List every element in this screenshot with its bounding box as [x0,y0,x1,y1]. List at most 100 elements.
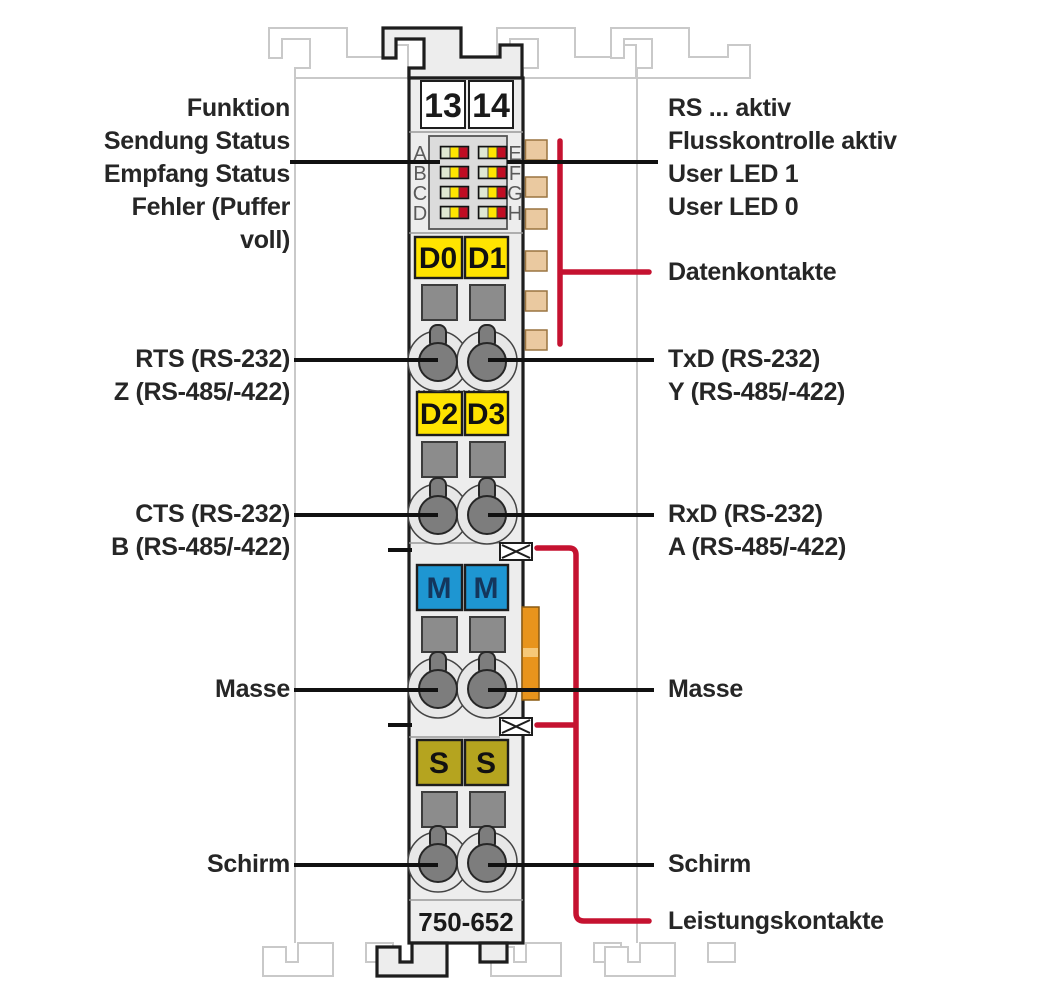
led-chip [487,166,498,179]
connector-keyhole [467,324,507,382]
label-schirm-left: Schirm [207,850,290,878]
terminal-d2-box [415,390,464,437]
module-foot [375,941,509,978]
led-row-label-a: A [413,143,427,165]
led-chip [449,146,460,159]
label-line: User LED 1 [668,160,799,188]
led-frame [477,165,508,180]
data-contact [524,139,548,161]
led-indicator [477,145,508,160]
terminal-s1-label: S [429,747,449,780]
led-chip [496,186,507,199]
module-number: 750-652 [418,907,513,937]
led-frame [477,185,508,200]
label-line: CTS (RS-232) [135,500,290,528]
led-frame [439,165,470,180]
led-frame [439,185,470,200]
terminal-m1-label: M [427,572,452,605]
terminal-number-14: 14 [472,87,510,125]
data-contact [524,329,548,351]
label-line: B (RS-485/-422) [111,533,290,561]
led-row-label-c: C [413,183,427,205]
module-750-652: 13 14 A B C D E F G H D0 D1 D2 D3 [375,26,548,978]
ghost-foot-far-right [604,942,736,977]
terminal-d2-label: D2 [420,398,458,431]
ghost-foot-right [490,942,622,977]
data-contact [524,250,548,272]
label-datenkontakte: Datenkontakte [668,258,837,286]
clamp-slot [469,284,506,321]
label-masse-right: Masse [668,675,743,703]
terminal-number-13: 13 [424,87,462,125]
connector-keyhole [467,651,507,709]
led-chip [496,146,507,159]
led-chip [478,146,489,159]
terminal-d3-label: D3 [467,398,505,431]
label-masse-left: Masse [215,675,290,703]
label-rxd: RxD (RS-232) A (RS-485/-422) [668,498,846,564]
label-line: Sendung Status [103,127,290,155]
power-jumper-contact-top [499,542,533,561]
data-contact [524,176,548,198]
clamp-slot [421,284,458,321]
led-indicator [477,185,508,200]
label-rts: RTS (RS-232) Z (RS-485/-422) [114,343,290,409]
led-chip [440,166,451,179]
led-chip [458,206,469,219]
led-chip [449,206,460,219]
led-row-label-d: D [413,203,427,225]
led-frame [439,145,470,160]
label-line: Fehler (Puffer [131,193,291,221]
terminal-d1-box [463,235,510,280]
label-line: TxD (RS-232) [668,345,820,373]
label-line: A (RS-485/-422) [668,533,846,561]
led-row-label-b: B [413,163,426,185]
label-line: RTS (RS-232) [135,345,290,373]
led-chip [440,206,451,219]
terminal-d1-label: D1 [468,242,506,275]
led-chip [449,166,460,179]
label-cts: CTS (RS-232) B (RS-485/-422) [111,498,290,564]
data-contacts [524,139,548,351]
terminal-14-box [468,80,514,129]
label-line: Funktion [186,94,290,122]
terminal-s1-box [415,738,464,787]
leistungskontakte-line [534,545,652,924]
led-frame [439,205,470,220]
terminal-m1-box [415,563,464,612]
clamp-slots [421,284,506,828]
clamp-slot [469,441,506,478]
led-chip [496,166,507,179]
terminal-m2-label: M [474,572,499,605]
led-indicator [477,205,508,220]
label-line: Empfang Status [103,160,290,188]
led-indicator [439,185,470,200]
terminal-s2-label: S [476,747,496,780]
led-chip [487,206,498,219]
clamp-slot [469,616,506,653]
label-line: Z (RS-485/-422) [113,378,290,406]
led-indicator [439,145,470,160]
label-line: RS ... aktiv [668,94,791,122]
label-leistungskontakte: Leistungskontakte [668,907,884,935]
terminal-d0-box [413,235,464,280]
terminal-m2-box [463,563,510,612]
led-chip [478,186,489,199]
ghost-modules [262,27,751,977]
terminal-d0-label: D0 [419,242,457,275]
ghost-foot-left [262,942,394,977]
led-chip [478,206,489,219]
led-chip [487,186,498,199]
power-contact-band [523,648,538,657]
led-row-label-g: G [507,183,523,205]
led-indicator [477,165,508,180]
led-chip [440,186,451,199]
datenkontakte-line [557,138,652,347]
led-row-label-e: E [508,143,521,165]
led-chip [458,186,469,199]
label-line: User LED 0 [668,193,799,221]
power-jumper-contact-bottom [499,717,533,736]
led-frame [477,205,508,220]
